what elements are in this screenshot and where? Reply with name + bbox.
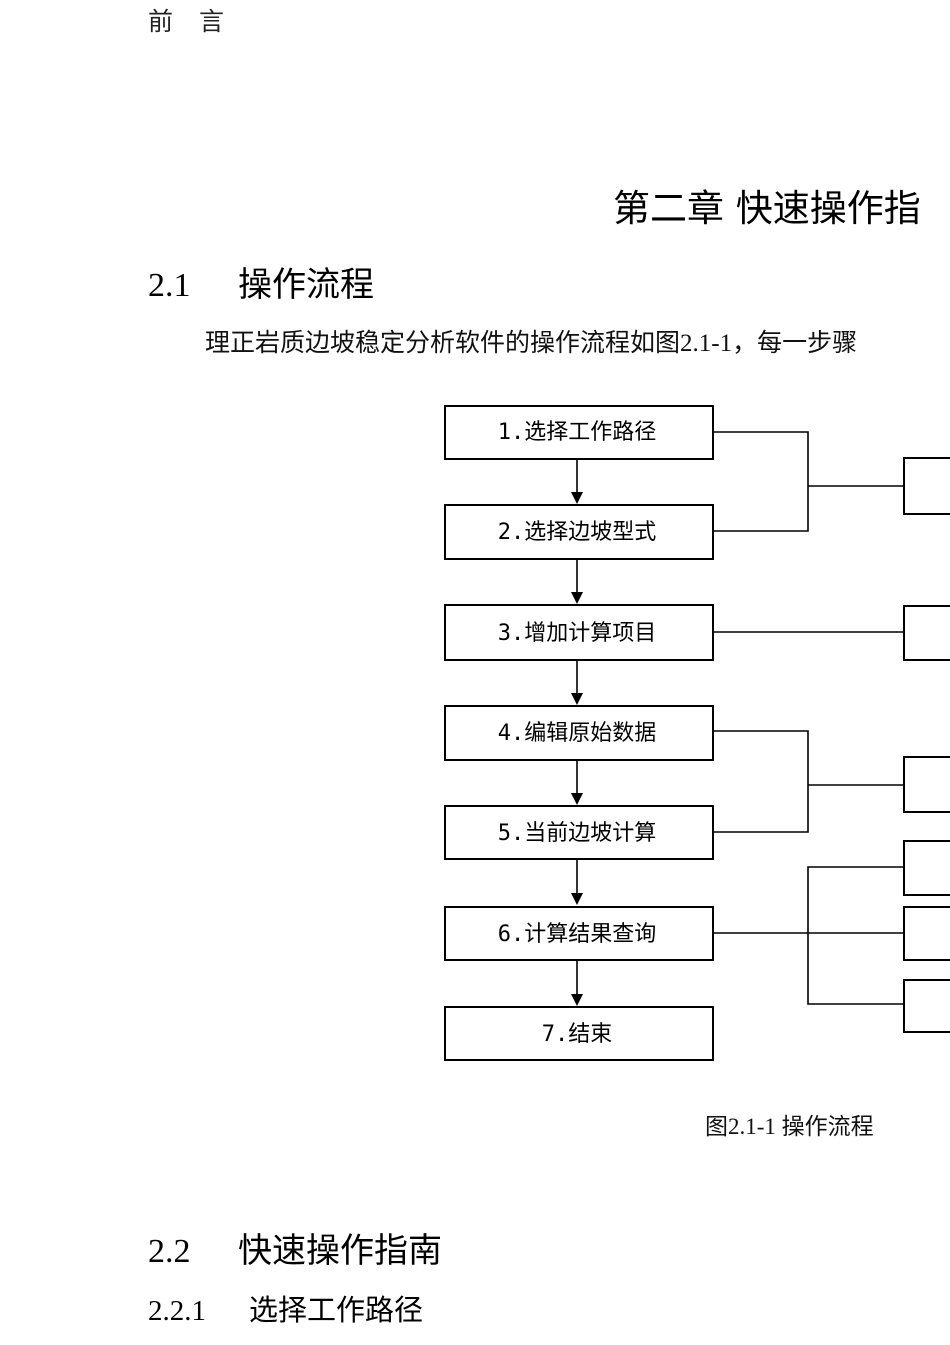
- flow-arrows: [571, 459, 583, 1006]
- flow-step-label: 1.选择工作路径: [498, 420, 657, 445]
- flowchart-diagram: 1.选择工作路径 2.选择边坡型式 3.增加计算项目 4.编辑原始数据 5.当前…: [444, 405, 950, 1061]
- flow-step-label: 6.计算结果查询: [498, 922, 657, 947]
- side-box: [903, 979, 950, 1033]
- section-heading-2-2-1: 2.2.1 选择工作路径: [148, 1287, 423, 1329]
- figure-caption: 图2.1-1 操作流程: [705, 1114, 874, 1139]
- flow-step-label: 2.选择边坡型式: [498, 520, 657, 545]
- flow-step-label: 3.增加计算项目: [498, 621, 657, 646]
- section-number: 2.2.1: [148, 1295, 206, 1327]
- section-heading-2-1: 2.1 操作流程: [148, 257, 374, 306]
- flow-step-5: 5.当前边坡计算: [444, 805, 714, 860]
- flow-step-7: 7.结束: [444, 1006, 714, 1061]
- chapter-title: 第二章 快速操作指: [613, 187, 921, 230]
- side-box: [903, 457, 950, 515]
- section-number: 2.1: [148, 267, 191, 304]
- flow-step-4: 4.编辑原始数据: [444, 705, 714, 761]
- section-title: 选择工作路径: [249, 1293, 424, 1327]
- section-title: 操作流程: [238, 265, 374, 305]
- side-box: [903, 605, 950, 661]
- section-number: 2.2: [148, 1233, 191, 1270]
- section-heading-2-2: 2.2 快速操作指南: [148, 1223, 442, 1272]
- flow-step-3: 3.增加计算项目: [444, 604, 714, 661]
- connector-lines: [713, 431, 904, 1005]
- flow-step-label: 7.结束: [542, 1022, 613, 1047]
- flow-step-label: 5.当前边坡计算: [498, 821, 657, 846]
- flow-step-2: 2.选择边坡型式: [444, 504, 714, 560]
- flow-step-6: 6.计算结果查询: [444, 906, 714, 961]
- side-box: [903, 756, 950, 813]
- section-title: 快速操作指南: [238, 1231, 442, 1271]
- side-box: [903, 906, 950, 961]
- flow-step-label: 4.编辑原始数据: [498, 721, 657, 746]
- side-box: [903, 840, 950, 896]
- flow-step-1: 1.选择工作路径: [444, 405, 714, 460]
- page-header: 前 言: [148, 7, 233, 36]
- intro-paragraph: 理正岩质边坡稳定分析软件的操作流程如图2.1-1，每一步骤: [205, 330, 858, 357]
